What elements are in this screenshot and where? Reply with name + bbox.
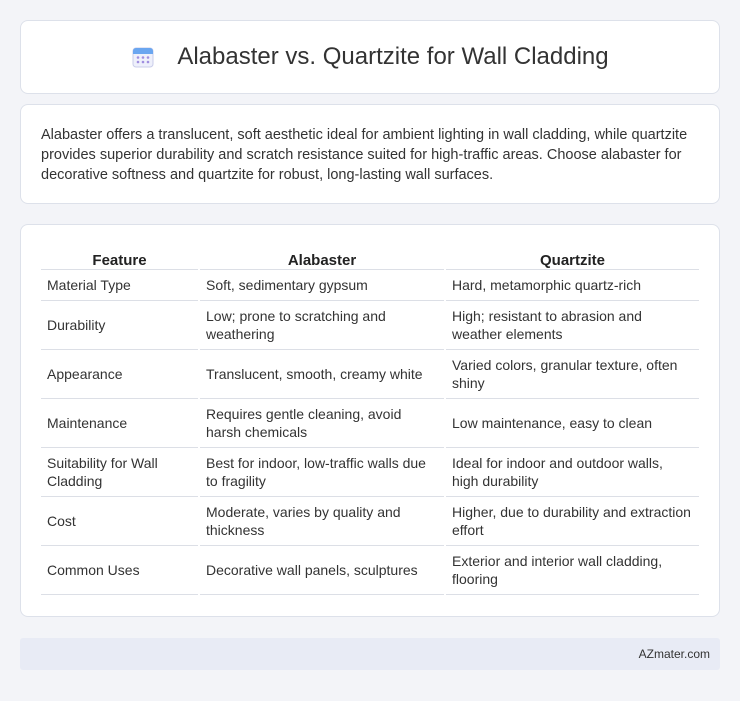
table-row: Suitability for Wall Cladding Best for i… <box>41 447 699 497</box>
quartzite-cell: Exterior and interior wall cladding, flo… <box>444 545 699 595</box>
quartzite-cell: Low maintenance, easy to clean <box>444 398 699 448</box>
page-title: Alabaster vs. Quartzite for Wall Claddin… <box>177 43 609 70</box>
feature-cell: Maintenance <box>41 398 199 448</box>
alabaster-cell: Decorative wall panels, sculptures <box>198 545 445 595</box>
alabaster-cell: Translucent, smooth, creamy white <box>198 349 445 399</box>
feature-cell: Common Uses <box>41 545 199 595</box>
table-row: Material Type Soft, sedimentary gypsum H… <box>41 269 699 301</box>
table-row: Durability Low; prone to scratching and … <box>41 300 699 350</box>
table-row: Appearance Translucent, smooth, creamy w… <box>41 349 699 399</box>
feature-cell: Suitability for Wall Cladding <box>41 447 199 497</box>
title-card: Alabaster vs. Quartzite for Wall Claddin… <box>20 20 720 94</box>
header-feature: Feature <box>41 243 199 270</box>
summary-card: Alabaster offers a translucent, soft aes… <box>20 104 720 204</box>
header-quartzite: Quartzite <box>444 243 699 270</box>
alabaster-cell: Best for indoor, low-traffic walls due t… <box>198 447 445 497</box>
table-row: Cost Moderate, varies by quality and thi… <box>41 496 699 546</box>
table-row: Common Uses Decorative wall panels, scul… <box>41 545 699 595</box>
feature-cell: Appearance <box>41 349 199 399</box>
quartzite-cell: Varied colors, granular texture, often s… <box>444 349 699 399</box>
feature-cell: Cost <box>41 496 199 546</box>
comparison-table-card: Feature Alabaster Quartzite Material Typ… <box>20 224 720 617</box>
feature-cell: Durability <box>41 300 199 350</box>
quartzite-cell: Hard, metamorphic quartz-rich <box>444 269 699 301</box>
footer-site-link[interactable]: AZmater.com <box>638 647 710 661</box>
footer-bar: AZmater.com <box>20 638 720 670</box>
alabaster-cell: Requires gentle cleaning, avoid harsh ch… <box>198 398 445 448</box>
table-row: Maintenance Requires gentle cleaning, av… <box>41 398 699 448</box>
table-header-row: Feature Alabaster Quartzite <box>41 243 699 270</box>
alabaster-cell: Low; prone to scratching and weathering <box>198 300 445 350</box>
quartzite-cell: Ideal for indoor and outdoor walls, high… <box>444 447 699 497</box>
alabaster-cell: Moderate, varies by quality and thicknes… <box>198 496 445 546</box>
summary-text: Alabaster offers a translucent, soft aes… <box>41 127 688 183</box>
header-alabaster: Alabaster <box>198 243 445 270</box>
feature-cell: Material Type <box>41 269 199 301</box>
alabaster-cell: Soft, sedimentary gypsum <box>198 269 445 301</box>
comparison-table: Feature Alabaster Quartzite Material Typ… <box>41 243 699 595</box>
calendar-icon <box>132 47 154 68</box>
quartzite-cell: High; resistant to abrasion and weather … <box>444 300 699 350</box>
quartzite-cell: Higher, due to durability and extraction… <box>444 496 699 546</box>
title-wrap: Alabaster vs. Quartzite for Wall Claddin… <box>131 43 609 71</box>
